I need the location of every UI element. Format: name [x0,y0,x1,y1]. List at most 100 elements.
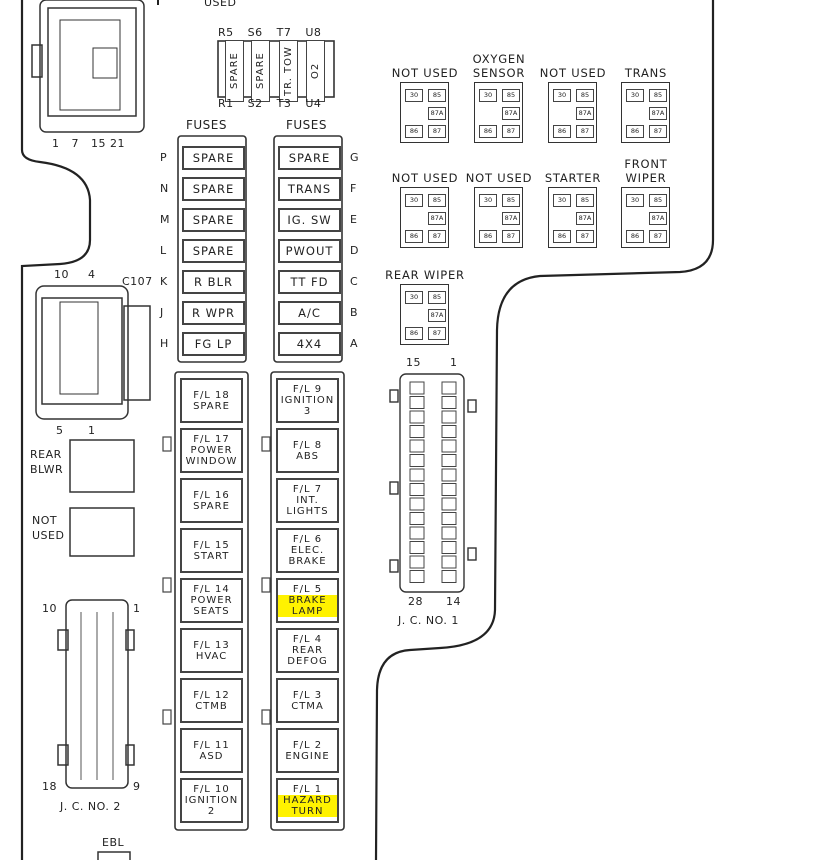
relay-pin: 87 [649,125,667,138]
fusible-link-line: F/L 17 [193,434,230,445]
relay-pin: 86 [405,125,423,138]
fusible-link-line: CTMB [195,700,228,712]
relay-pin: 85 [428,291,446,304]
relay-pin: 87 [502,125,520,138]
relay-pin: 86 [553,125,571,138]
fusible-link-line: F/L 1 [292,784,323,795]
fusible-link-line: LIGHTS [286,506,329,517]
fusible-link-line: START [193,550,230,562]
relay-pin: 87A [649,107,667,120]
relay-pin: 85 [576,89,594,102]
fuse-fuses-right-4: TT FD [278,270,341,294]
fusible-link-line: 2 [207,806,216,817]
fusible-link-line: BRAKE [288,556,327,567]
jc1-cell [409,483,425,496]
mini-fuse: SPARE [251,40,270,102]
relay-pin: 87A [428,212,446,225]
relay-pin: 30 [553,194,571,207]
relay-pin: 85 [576,194,594,207]
pin-label: 15 [91,137,106,150]
fusible-link-line: F/L 16 [193,489,230,501]
jc1-cell [441,410,457,424]
relay-pin: 30 [553,89,571,102]
mini-fuse: TR. TOW [279,40,298,102]
fuses-left-title: FUSES [186,118,228,132]
fuse-letter: A [350,337,359,350]
fusible-link-line: F/L 3 [292,689,323,701]
relay-pin: 87 [576,230,594,243]
fusible-link-line: SPARE [193,400,230,412]
fusible-link-line: ENGINE [285,750,330,762]
relay-pin: 87A [576,212,594,225]
jc1-cell [409,381,425,395]
used-label: USED [204,0,237,9]
relay-label-line: FRONT [624,157,668,171]
relay-label: STARTER [528,171,618,185]
fusible-link-line: F/L 18 [193,389,230,401]
slot-label: U8 [305,26,322,39]
relay-label-line: WIPER [625,171,667,185]
relay-pin: 30 [626,194,644,207]
fuse-fuses-left-6: FG LP [182,332,245,356]
fusible-link-line: BRAKE [278,595,337,606]
fuse-letter: N [160,182,169,195]
fusible-link-line: IGNITION [280,395,335,406]
fuse-letter: K [160,275,168,288]
jc1-cell [441,454,457,467]
jc2-connector [57,599,135,789]
fuse-fuses-left-2: SPARE [182,208,245,232]
jc1-cell [441,512,457,525]
fusible-link-line: F/L 10 [193,784,230,795]
relay-pin: 87A [428,107,446,120]
c107-pin-5: 5 [56,424,64,437]
jc1-cell [409,512,425,525]
fuse-fuses-right-1: TRANS [278,177,341,201]
c107-name: C107 [122,275,153,288]
fusible-link-line: F/L 12 [193,689,230,701]
c107-pin-10: 10 [54,268,69,281]
jc1-pin-14: 14 [446,595,461,608]
fuse-fuses-right-6: 4X4 [278,332,341,356]
relay-pin: 30 [405,291,423,304]
fuse-fuses-left-1: SPARE [182,177,245,201]
jc2-name: J. C. NO. 2 [60,800,121,813]
jc1-pin-15: 15 [406,356,421,369]
mini-fuse: SPARE [225,40,244,102]
relay-pin: 87 [428,230,446,243]
relay-label: REAR WIPER [380,268,470,282]
fuse-letter: L [160,244,167,257]
fusible-link-line: DEFOG [287,656,328,667]
fuse-fuses-left-3: SPARE [182,239,245,263]
fusible-link-line: ELEC. [290,545,325,556]
relay-label-line: TRANS [624,66,668,80]
mini-top-labels: R5 S6 T7 U8 [218,26,321,39]
jc1-cell [441,555,457,569]
jc1-cell [409,497,425,511]
relay-pin: 85 [649,194,667,207]
fuse-fuses-right-0: SPARE [278,146,341,170]
relay-pin: 86 [479,230,497,243]
jc1-connector [389,373,477,593]
not-used-label: NOT USED [32,513,64,543]
fuse-letter: P [160,151,168,164]
fusible-link-line: F/L 13 [193,639,230,651]
fusible-link-line: SPARE [193,500,230,512]
jc1-cell [409,541,425,554]
fusible-link-line: HVAC [195,650,228,662]
relay-pin: 30 [479,194,497,207]
fusible-link-line: F/L 6 [292,534,323,545]
slot-label: T3 [276,97,292,110]
ebl-label: EBL [102,836,125,849]
rear-blwr-label: REAR BLWR [30,447,63,477]
jc1-cell [441,381,457,395]
fusible-link-line: F/L 15 [193,539,230,551]
jc1-cell [441,526,457,540]
